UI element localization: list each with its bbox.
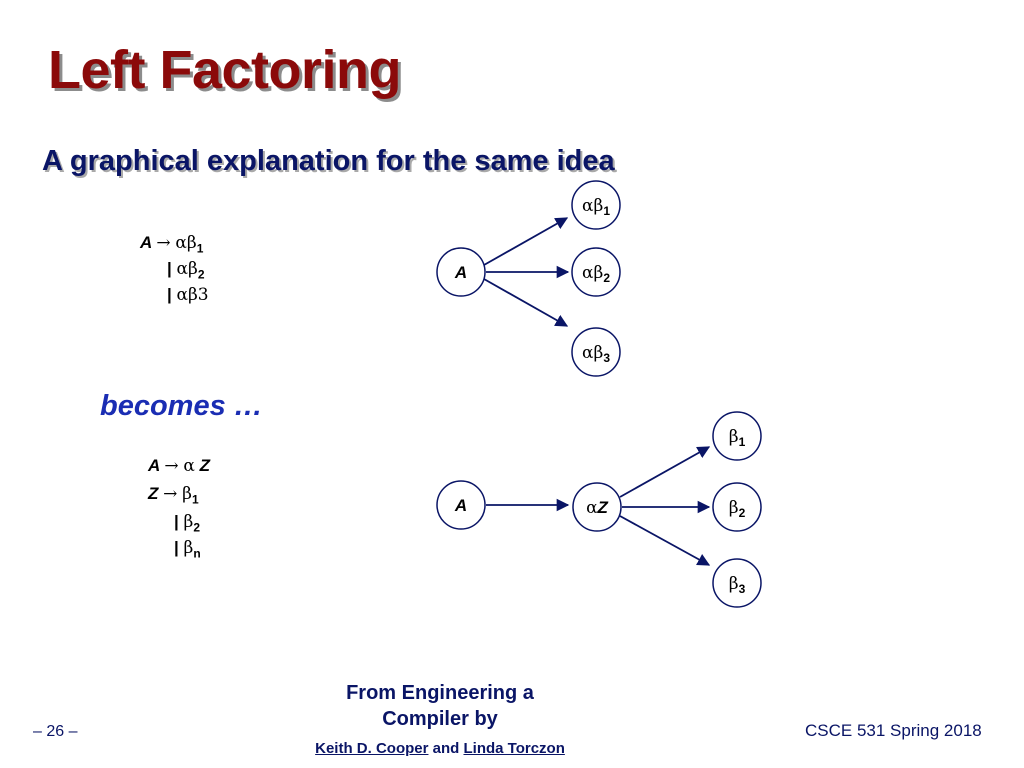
svg-text:αβ1: αβ1 — [582, 196, 610, 218]
rule-subscript: 2 — [193, 520, 201, 535]
alternative-bar: | — [174, 538, 179, 557]
node-greek: β — [729, 498, 739, 518]
rule-subscript: 1 — [196, 241, 204, 256]
edge-top-3 — [483, 278, 569, 327]
node-greek: α — [586, 498, 598, 518]
svg-text:β3: β3 — [729, 574, 746, 596]
rule-symbol: αβ — [176, 259, 198, 279]
credit-text: From Engineering a Compiler by — [290, 680, 590, 732]
edge-bottom-1 — [619, 446, 711, 498]
slide-title: Left Factoring — [48, 40, 402, 100]
grammar-after-line-4: | βn — [174, 538, 201, 563]
node-subscript: 3 — [739, 582, 746, 596]
arrow-symbol: → — [164, 456, 179, 476]
becomes-label: becomes … — [100, 390, 263, 422]
credit-line-2: Compiler by — [382, 708, 498, 730]
grammar-after-line-1: A → α Z — [148, 456, 210, 476]
grammar-lhs: A — [148, 456, 160, 475]
node-label: A — [454, 496, 467, 515]
svg-text:β2: β2 — [729, 498, 746, 520]
edge-bottom-3 — [619, 515, 711, 566]
author-link-torczon[interactable]: Linda Torczon — [463, 740, 565, 757]
node-subscript: 1 — [603, 204, 610, 218]
diagram-top: A αβ1 αβ2 αβ3 — [436, 180, 621, 377]
node-greek: αβ — [582, 263, 603, 283]
alternative-bar: | — [167, 259, 172, 278]
node-subscript: 2 — [739, 506, 746, 520]
diagram-bottom: A αZ β1 β2 β3 — [436, 411, 762, 608]
rule-greek: β — [183, 512, 194, 532]
node-subscript: 2 — [603, 271, 610, 285]
node-top-child-3: αβ3 — [571, 327, 621, 377]
grammar-before-line-2: | αβ2 — [167, 259, 205, 284]
grammar-before-line-1: A → αβ1 — [140, 233, 203, 258]
rule-subscript: 2 — [197, 267, 205, 282]
rule-subscript: 1 — [191, 492, 199, 507]
svg-text:αβ3: αβ3 — [582, 343, 610, 365]
node-bottom-child-3: β3 — [712, 558, 762, 608]
node-top-child-1: αβ1 — [571, 180, 621, 230]
node-bottom-root: A — [436, 480, 486, 530]
node-top-root: A — [436, 247, 486, 297]
node-top-child-2: αβ2 — [571, 247, 621, 297]
alternative-bar: | — [167, 285, 172, 304]
node-greek: αβ — [582, 196, 603, 216]
rule-nonterminal: Z — [199, 456, 210, 475]
node-label: Z — [597, 498, 609, 517]
svg-text:αβ2: αβ2 — [582, 263, 610, 285]
grammar-lhs: A — [140, 233, 152, 252]
authors-and: and — [432, 740, 460, 757]
rule-symbol: αβ — [175, 233, 197, 253]
course-label: CSCE 531 Spring 2018 — [805, 721, 982, 740]
grammar-after-line-3: | β2 — [174, 512, 200, 537]
node-greek: αβ — [582, 343, 603, 363]
grammar-lhs: Z — [148, 484, 159, 503]
node-greek: β — [729, 574, 739, 594]
node-subscript: 1 — [739, 435, 746, 449]
edge-top-1 — [483, 217, 569, 266]
author-link-cooper[interactable]: Keith D. Cooper — [315, 740, 429, 757]
svg-text:β1: β1 — [729, 427, 746, 449]
node-bottom-child-1: β1 — [712, 411, 762, 461]
arrow-symbol: → — [163, 484, 178, 504]
node-label: A — [454, 263, 467, 282]
grammar-after-line-2: Z → β1 — [148, 484, 199, 509]
credit-authors: Keith D. Cooper and Linda Torczon — [290, 740, 590, 757]
rule-greek: α — [183, 456, 195, 476]
svg-text:αZ: αZ — [586, 498, 608, 518]
slide-subtitle: A graphical explanation for the same ide… — [42, 145, 615, 177]
credit-line-1: From Engineering a — [346, 682, 534, 704]
node-bottom-child-2: β2 — [712, 482, 762, 532]
rule-greek: β — [183, 538, 194, 558]
arrow-symbol: → — [156, 233, 171, 253]
rule-symbol: αβ3 — [176, 285, 209, 305]
grammar-before-line-3: | αβ3 — [167, 285, 209, 305]
node-greek: β — [729, 427, 739, 447]
page-number: – 26 – — [33, 723, 78, 740]
rule-greek: β — [182, 484, 192, 504]
node-subscript: 3 — [603, 351, 610, 365]
rule-subscript: n — [193, 546, 201, 561]
node-bottom-middle: αZ — [572, 482, 622, 532]
alternative-bar: | — [174, 512, 179, 531]
